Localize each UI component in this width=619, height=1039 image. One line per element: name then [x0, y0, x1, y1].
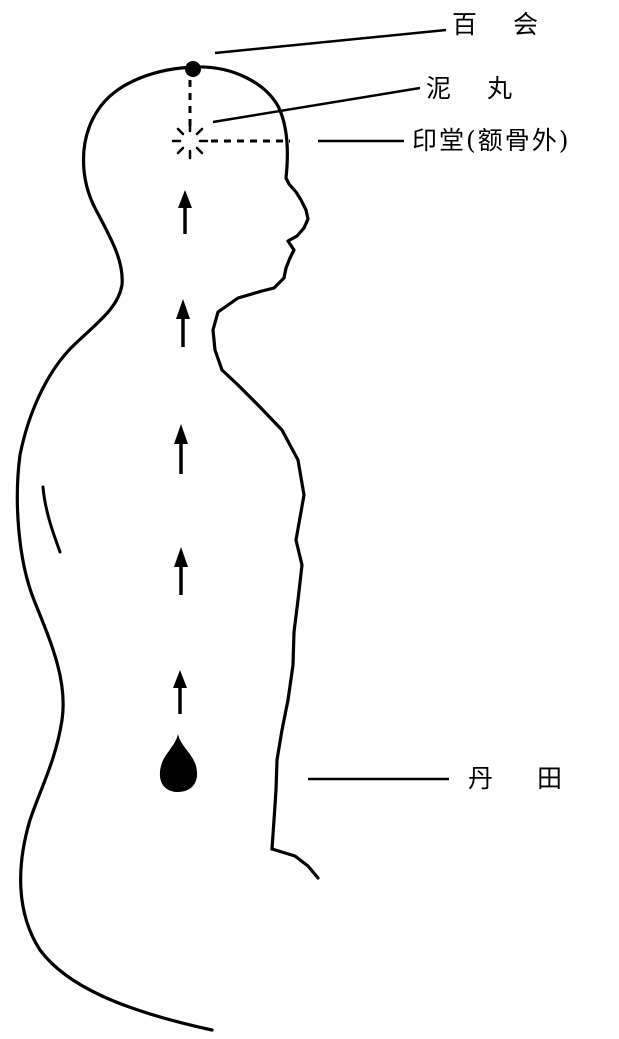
yintang-label: 印堂(额骨外): [412, 128, 571, 153]
dantian-label: 丹 田: [468, 766, 580, 791]
up-arrow-icon: [173, 670, 187, 714]
niwan-label: 泥 丸: [426, 76, 526, 101]
scapula-line: [43, 487, 60, 552]
niwan-starburst-icon: [173, 124, 207, 158]
baihui-label: 百 会: [452, 12, 552, 37]
up-arrow-icon: [174, 424, 188, 474]
body-outline: [17, 67, 308, 1030]
dantian-drop-icon: [160, 734, 197, 792]
niwan-leader-line: [213, 88, 420, 122]
up-arrow-icon: [174, 547, 188, 595]
baihui-dot-icon: [185, 61, 201, 77]
baihui-leader-line: [215, 30, 446, 53]
up-arrow-icon: [178, 190, 192, 234]
up-arrow-icon: [176, 299, 190, 347]
abdomen-contour: [272, 849, 318, 878]
